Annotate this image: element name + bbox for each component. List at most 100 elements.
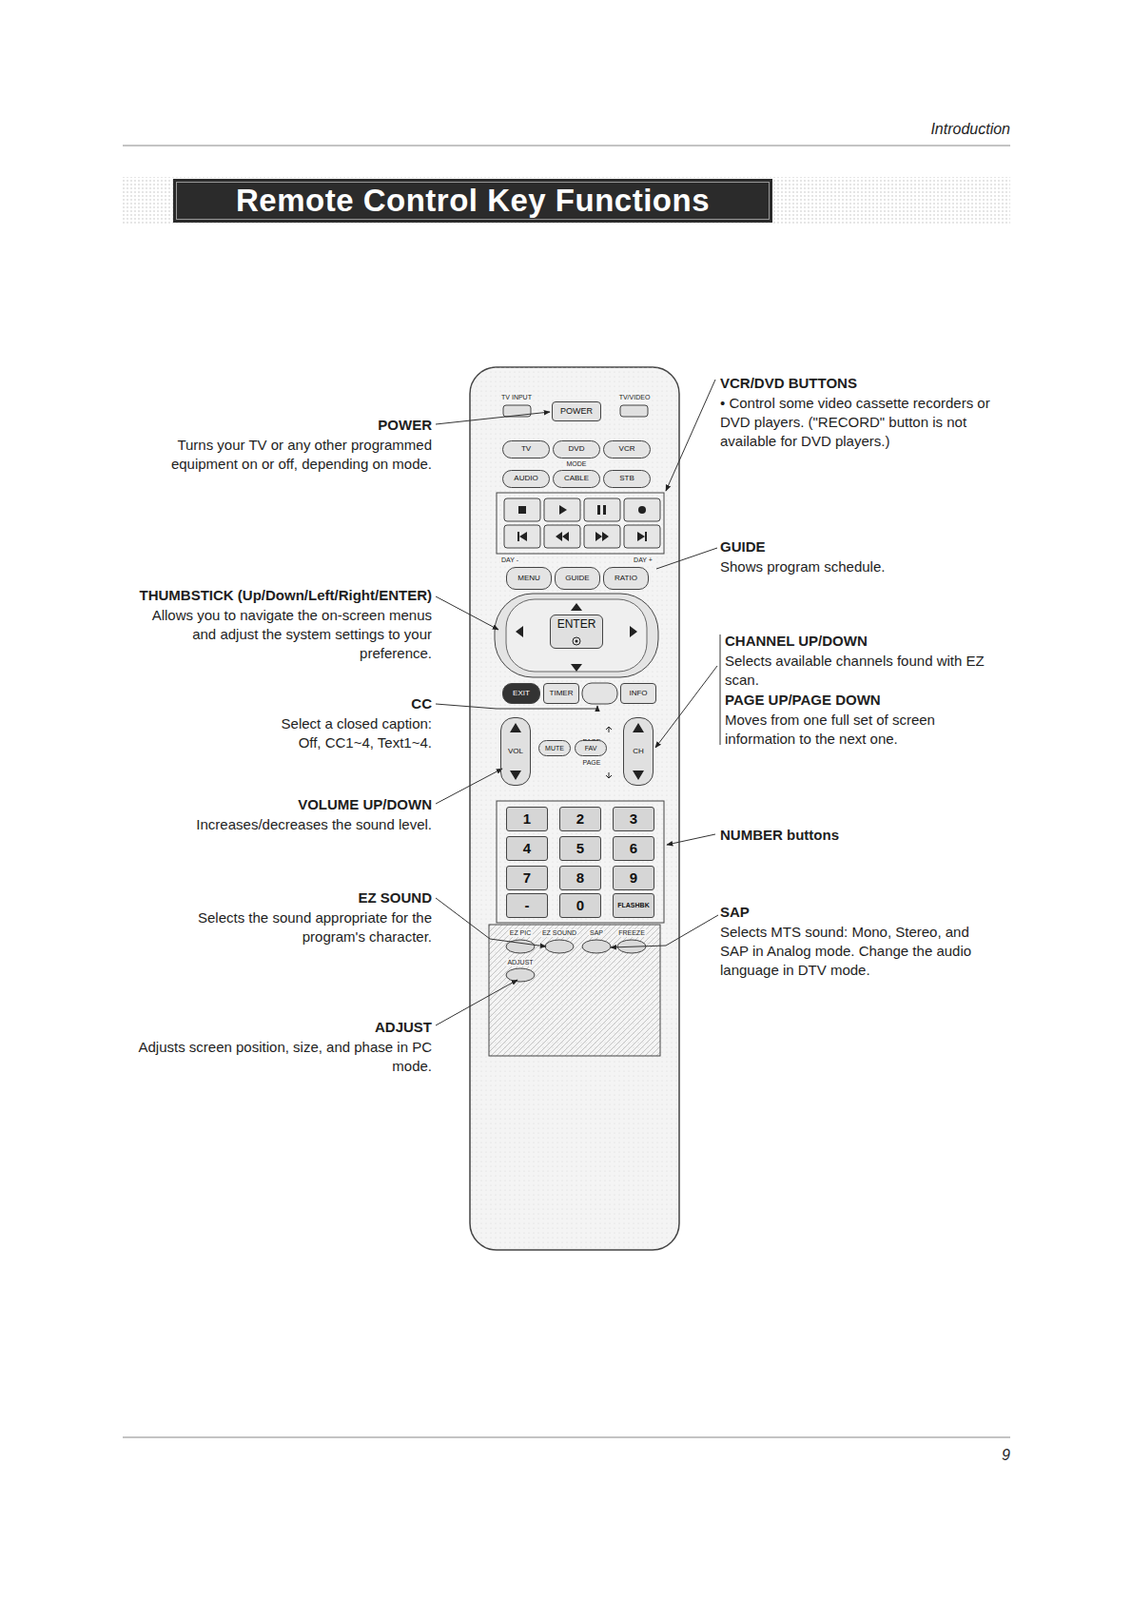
- key-label: TV/VIDEO: [618, 393, 652, 402]
- button-label: 8: [576, 870, 585, 887]
- remote-button: 3: [612, 806, 655, 832]
- remote-button: GUIDE: [554, 566, 601, 590]
- callout-text: Allows you to navigate the on-screen men…: [136, 605, 432, 664]
- remote-button: ENTER: [549, 614, 604, 649]
- header-rule: [122, 145, 1011, 147]
- key-label: FREEZE: [617, 929, 646, 937]
- callout-heading: PAGE UP/PAGE DOWN: [724, 690, 963, 710]
- number-pad-frame: [496, 800, 664, 923]
- button-label: VOL: [507, 747, 524, 757]
- key-label: DAY +: [632, 556, 654, 565]
- banner-texture: [122, 176, 1011, 225]
- button-label: 7: [523, 870, 531, 887]
- footer-rule: [122, 1437, 1011, 1439]
- callout-heading: SAP: [720, 902, 911, 922]
- remote-button: INFO: [620, 683, 657, 704]
- button-label: 2: [576, 811, 585, 828]
- remote-button: MUTE: [538, 740, 571, 757]
- callout-text: Selects the sound appropriate for the pr…: [156, 908, 432, 947]
- key-label: EZ PIC: [508, 929, 533, 937]
- key-label: EZ SOUND: [541, 929, 578, 937]
- button-label: FAV: [585, 744, 598, 753]
- button-label: 9: [629, 870, 638, 887]
- callout-text: Moves from one full set of screen inform…: [724, 710, 1003, 749]
- remote-button: CABLE: [552, 469, 601, 488]
- remote-button: 2: [559, 806, 602, 832]
- callout-text: Shows program schedule.: [720, 557, 996, 577]
- remote-button: TV: [502, 440, 550, 459]
- callout-text: Selects MTS sound: Mono, Stereo, and SAP…: [720, 922, 992, 980]
- remote-button: FLASHBK: [612, 893, 655, 918]
- callout-text: Turns your TV or any other programmed eq…: [141, 435, 432, 474]
- callout-text: Increases/decreases the sound level.: [136, 815, 432, 835]
- remote-button: -: [506, 893, 548, 918]
- cc-button: [582, 683, 618, 704]
- callout-heading: VCR/DVD BUTTONS: [720, 373, 1006, 393]
- slide-cover: [488, 924, 661, 1056]
- remote-button: 4: [506, 836, 548, 861]
- button-label: CH: [632, 747, 645, 757]
- button-label: ENTER: [557, 618, 597, 631]
- thumbstick: [494, 593, 659, 678]
- remote-button: 1: [506, 806, 548, 832]
- button-label: STB: [619, 474, 635, 484]
- callout-text: Selects available channels found with EZ…: [724, 651, 1003, 690]
- remote-button: 0: [559, 893, 602, 918]
- remote-button: DVD: [552, 440, 601, 459]
- page-text: Introduction: [819, 119, 1011, 139]
- key-label: MODE: [566, 460, 588, 469]
- button-label: 0: [576, 897, 585, 915]
- button-label: 6: [629, 840, 638, 858]
- callout-heading: THUMBSTICK (Up/Down/Left/Right/ENTER): [108, 585, 432, 606]
- remote-button: FAV: [574, 740, 607, 757]
- callout-text: Adjusts screen position, size, and phase…: [127, 1037, 432, 1076]
- button-label: EXIT: [512, 689, 530, 699]
- rocker-keys: [500, 717, 654, 786]
- button-label: 5: [576, 840, 585, 858]
- button-label: VCR: [619, 445, 636, 454]
- key-label: ADJUST: [506, 958, 534, 967]
- remote-button: MENU: [506, 566, 552, 590]
- callout-heading: EZ SOUND: [241, 888, 432, 908]
- button-label: MENU: [517, 574, 541, 584]
- callout-heading: CC: [336, 694, 432, 714]
- button-label: 3: [629, 811, 638, 828]
- remote-button: TIMER: [543, 683, 580, 704]
- key-label: SAP: [588, 929, 605, 937]
- button-label: AUDIO: [513, 474, 538, 484]
- remote-button: 5: [559, 836, 602, 861]
- remote-body: [469, 367, 680, 1250]
- key-label: PAGE: [582, 759, 603, 767]
- page-text: 9: [953, 1445, 1011, 1465]
- remote-button: POWER: [551, 401, 602, 422]
- button-label: INFO: [628, 689, 647, 699]
- button-label: RATIO: [614, 574, 638, 584]
- button-label: 4: [523, 840, 531, 858]
- callout-heading: VOLUME UP/DOWN: [146, 795, 432, 815]
- button-label: -: [525, 897, 530, 915]
- title-banner: Remote Control Key Functions: [173, 178, 773, 223]
- callout-text: • Control some video cassette recorders …: [720, 393, 996, 451]
- remote-button: EXIT: [502, 683, 541, 704]
- callout-heading: POWER: [146, 415, 432, 435]
- key-label: DAY -: [500, 556, 520, 565]
- remote-button: AUDIO: [502, 469, 550, 488]
- callout-heading: ADJUST: [241, 1017, 432, 1037]
- button-label: TV: [521, 445, 531, 454]
- button-label: GUIDE: [565, 574, 589, 584]
- remote-button: CH: [623, 717, 654, 786]
- button-label: MUTE: [545, 744, 565, 753]
- remote-button: RATIO: [603, 566, 649, 590]
- button-label: CABLE: [564, 474, 589, 484]
- remote-button: 9: [612, 865, 655, 891]
- callout-heading: CHANNEL UP/DOWN: [724, 631, 963, 651]
- remote-button: VOL: [500, 717, 531, 786]
- callout-text: Select a closed caption: Off, CC1~4, Tex…: [260, 714, 432, 753]
- section-title: Remote Control Key Functions: [235, 182, 710, 219]
- transport-symbols: [517, 505, 647, 542]
- button-label: FLASHBK: [617, 901, 649, 910]
- vcr-dvd-panel: [496, 492, 664, 554]
- remote-button: 7: [506, 865, 548, 891]
